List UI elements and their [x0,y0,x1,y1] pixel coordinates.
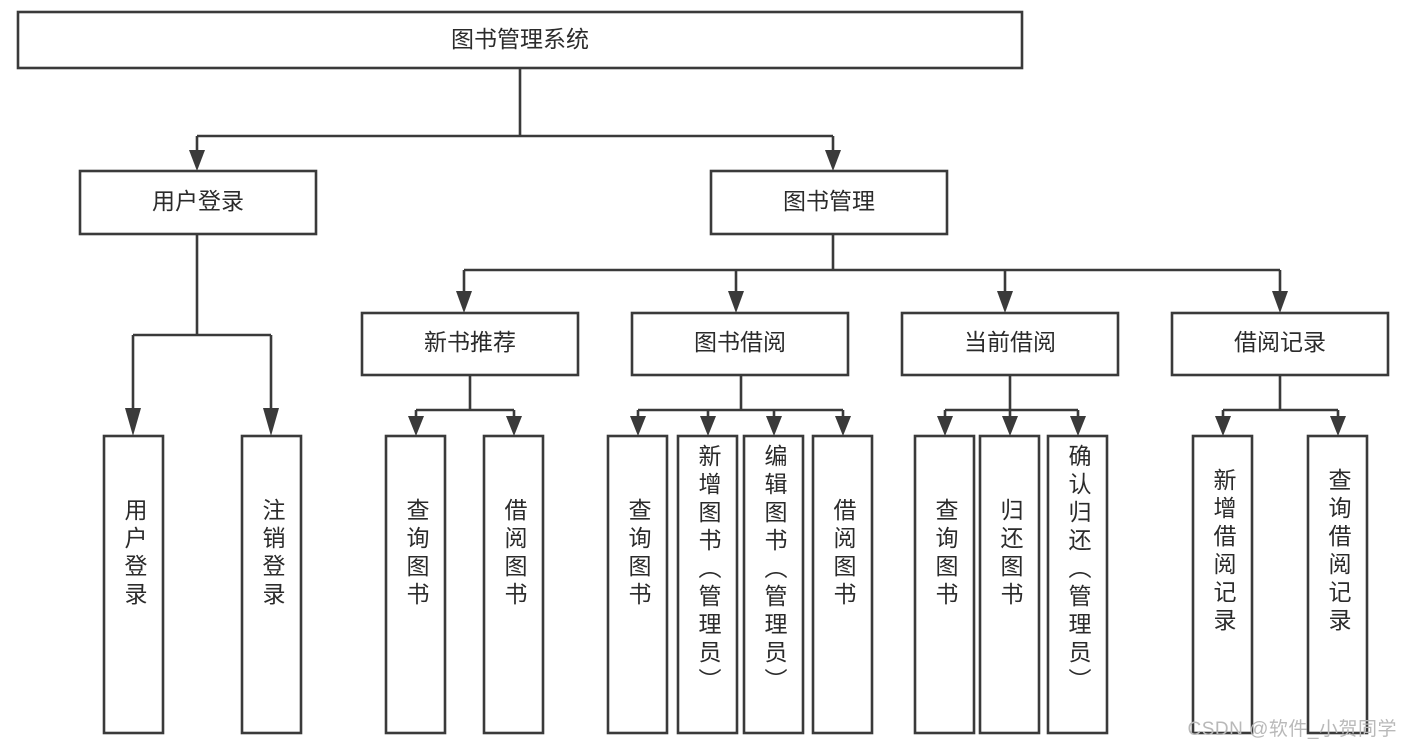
arrowhead-leaf-borrow-book-1 [506,416,522,436]
node-borrow-record[interactable]: 借阅记录 [1170,311,1390,377]
node-user-login-box[interactable] [78,169,318,236]
arrowhead-leaf-borrow-book-2 [835,416,851,436]
node-book-borrow-box[interactable] [630,311,850,377]
arrowhead-current-borrow [997,291,1013,313]
node-user-login-label: 用户登录 [152,188,244,214]
leaf-boxes [102,434,1369,735]
node-borrow-record-label: 借阅记录 [1234,329,1326,355]
leaf-box-query-record[interactable] [1306,434,1369,735]
leaf-box-confirm-return[interactable] [1046,434,1109,735]
leaf-box-return-book[interactable] [978,434,1041,735]
arrowhead-borrow-record [1272,291,1288,313]
node-book-management-box[interactable] [709,169,949,236]
csdn-watermark: CSDN @软件_小贺同学 [1187,719,1397,740]
arrowhead-book-management [825,150,841,171]
leaf-box-user-login[interactable] [102,434,165,735]
arrowhead-book-borrow [728,291,744,313]
arrowhead-leaf-query-book-2 [630,416,646,436]
node-root-box[interactable] [16,10,1024,70]
node-book-borrow[interactable]: 图书借阅 [630,311,850,377]
node-book-management[interactable]: 图书管理 [709,169,949,236]
arrowhead-leaf-query-book-3 [937,416,953,436]
leaf-box-borrow-book-1[interactable] [482,434,545,735]
arrowhead-leaf-edit-book [766,416,782,436]
leaf-box-query-book-3[interactable] [913,434,976,735]
node-new-book-recommend-label: 新书推荐 [424,329,516,355]
node-book-management-label: 图书管理 [783,188,875,214]
connectors [125,68,1346,436]
node-borrow-record-box[interactable] [1170,311,1390,377]
leaf-box-query-book-2[interactable] [606,434,669,735]
node-current-borrow-label: 当前借阅 [964,329,1056,355]
leaf-box-borrow-book-2[interactable] [811,434,874,735]
node-book-borrow-label: 图书借阅 [694,329,786,355]
node-current-borrow-box[interactable] [900,311,1120,377]
leaf-box-edit-book[interactable] [742,434,805,735]
arrowhead-user-login [189,150,205,171]
node-current-borrow[interactable]: 当前借阅 [900,311,1120,377]
arrowhead-leaf-confirm-return [1070,416,1086,436]
leaf-box-add-record[interactable] [1191,434,1254,735]
arrowhead-leaf-user-login [125,408,141,436]
leaf-box-logout-login[interactable] [240,434,303,735]
node-user-login[interactable]: 用户登录 [78,169,318,236]
arrowhead-leaf-add-book [700,416,716,436]
node-root-label: 图书管理系统 [451,26,589,52]
arrowhead-leaf-logout-login [263,408,279,436]
arrowhead-leaf-query-record [1330,416,1346,436]
node-new-book-recommend-box[interactable] [360,311,580,377]
arrowhead-leaf-query-book-1 [408,416,424,436]
node-root[interactable]: 图书管理系统 [16,10,1024,70]
arrowhead-new-book-recommend [456,291,472,313]
leaf-box-query-book-1[interactable] [384,434,447,735]
node-new-book-recommend[interactable]: 新书推荐 [360,311,580,377]
leaf-box-add-book[interactable] [676,434,739,735]
arrowhead-leaf-return-book [1002,416,1018,436]
arrowhead-leaf-add-record [1215,416,1231,436]
